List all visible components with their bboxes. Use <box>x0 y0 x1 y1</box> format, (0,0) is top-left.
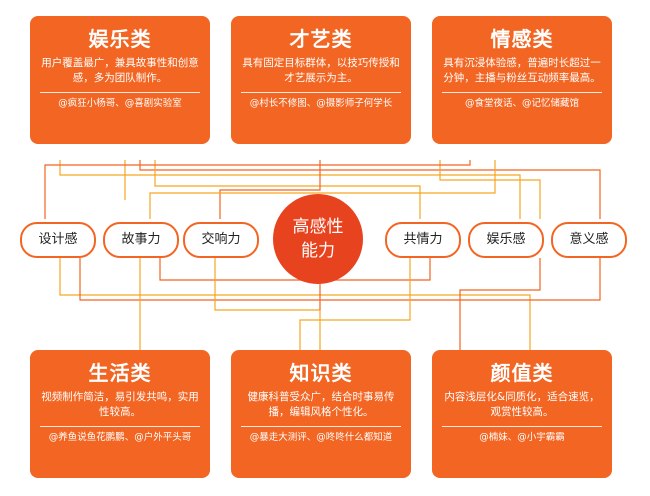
divider <box>241 92 401 93</box>
card-title: 娱乐类 <box>88 27 152 51</box>
card-description: 用户覆盖最广，兼具故事性和创意感，多为团队制作。 <box>41 57 199 84</box>
center-label: 高感性 能力 <box>292 217 344 261</box>
card-accounts: @暴走大测评、@咚咚什么都知道 <box>249 432 393 443</box>
ability-pill-play: 娱乐感 <box>468 222 544 258</box>
connector-line <box>79 258 601 301</box>
connector-line <box>439 160 541 219</box>
card-description: 视频制作简洁，易引发共鸣，实用性较高。 <box>41 391 199 418</box>
card-entertainment: 娱乐类 用户覆盖最广，兼具故事性和创意感，多为团队制作。 @疯狂小杨哥、@喜剧实… <box>30 16 210 144</box>
card-title: 情感类 <box>490 27 554 51</box>
connector-line <box>59 160 521 219</box>
card-accounts: @食堂夜话、@记忆储藏馆 <box>464 98 579 109</box>
connector-line <box>159 258 431 281</box>
ability-pill-symphony: 交响力 <box>183 222 259 258</box>
divider <box>241 426 401 427</box>
divider <box>40 92 200 93</box>
card-knowledge: 知识类 健康科普受众广，结合时事易传播，编辑风格个性化。 @暴走大测评、@咚咚什… <box>231 350 411 478</box>
connector-line <box>219 160 321 219</box>
card-title: 知识类 <box>289 361 353 385</box>
card-accounts: @养鱼说鱼花鹏鹏、@户外平头哥 <box>48 432 192 443</box>
card-title: 生活类 <box>88 361 152 385</box>
card-talent: 才艺类 具有固定目标群体，以技巧传授和才艺展示为主。 @村长不修图、@摄影师子何… <box>231 16 411 144</box>
connector-line <box>459 258 541 350</box>
ability-pill-empathy: 共情力 <box>385 222 461 258</box>
connector-line <box>139 160 601 219</box>
connector-line <box>44 160 471 219</box>
connector-line <box>154 160 421 219</box>
ability-pill-meaning: 意义感 <box>551 222 627 258</box>
card-accounts: @楠妹、@小宇霸霸 <box>479 432 565 443</box>
card-title: 才艺类 <box>289 27 353 51</box>
connector-line <box>299 258 411 350</box>
card-description: 健康科普受众广，结合时事易传播，编辑风格个性化。 <box>247 391 395 418</box>
ability-pill-design: 设计感 <box>20 222 96 258</box>
card-description: 具有固定目标群体，以技巧传授和才艺展示为主。 <box>242 57 400 84</box>
connector-line <box>59 258 531 350</box>
card-accounts: @村长不修图、@摄影师子何学长 <box>249 98 393 109</box>
divider <box>442 426 602 427</box>
card-life: 生活类 视频制作简洁，易引发共鸣，实用性较高。 @养鱼说鱼花鹏鹏、@户外平头哥 <box>30 350 210 478</box>
connector-line <box>214 258 321 350</box>
divider <box>442 92 602 93</box>
connector-line <box>149 160 496 219</box>
card-accounts: @疯狂小杨哥、@喜剧实验室 <box>58 98 182 109</box>
card-appearance: 颜值类 内容浅层化&同质化，适合速览，观赏性较高。 @楠妹、@小宇霸霸 <box>432 350 612 478</box>
card-description: 具有沉浸体验感，普遍时长超过一分钟，主播与粉丝互动频率最高。 <box>443 57 601 84</box>
ability-pill-story: 故事力 <box>103 222 179 258</box>
card-emotion: 情感类 具有沉浸体验感，普遍时长超过一分钟，主播与粉丝互动频率最高。 @食堂夜话… <box>432 16 612 144</box>
divider <box>40 426 200 427</box>
card-description: 内容浅层化&同质化，适合速览，观赏性较高。 <box>444 391 600 418</box>
center-node: 高感性 能力 <box>273 194 363 284</box>
card-title: 颜值类 <box>490 361 554 385</box>
